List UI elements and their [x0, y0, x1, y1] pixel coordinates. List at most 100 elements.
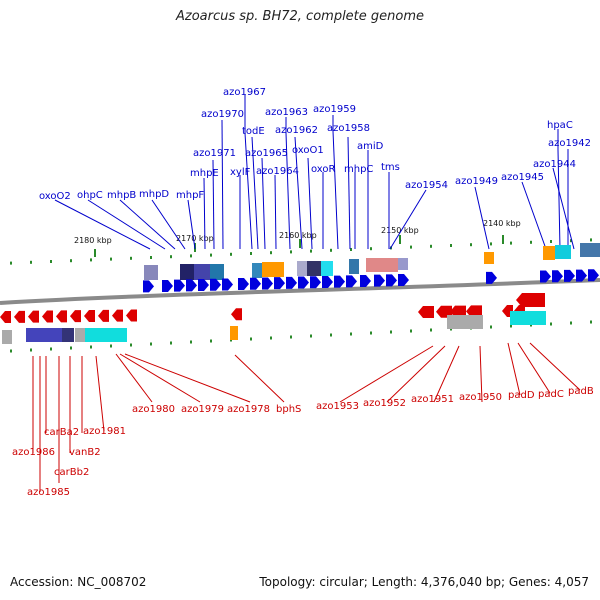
forward-gene-arrow	[162, 279, 173, 292]
gene-label-bottom: padD	[508, 390, 535, 401]
topology-text: Topology: circular; Length: 4,376,040 bp…	[259, 575, 589, 589]
reverse-gene-arrow	[84, 309, 95, 322]
reverse-gene-arrow	[28, 310, 39, 323]
tick-dot	[310, 334, 312, 338]
gene-label-bottom: vanB2	[69, 447, 101, 458]
reverse-gene-arrow	[56, 310, 67, 323]
gene-label-top: mhpF	[176, 190, 204, 201]
tick-dot	[510, 324, 512, 328]
gene-label-top: azo1945	[501, 172, 544, 183]
genome-title: Azoarcus sp. BH72, complete genome	[175, 9, 425, 24]
gene-label-top: azo1942	[548, 138, 591, 149]
forward-gene-arrow	[238, 278, 249, 291]
gene-label-bottom: padB	[568, 386, 594, 397]
tick-dot	[550, 240, 552, 243]
gene-label-top: azo1965	[245, 148, 288, 159]
tick-dot	[230, 252, 232, 256]
gene-label-bottom: azo1986	[12, 447, 55, 458]
gene-label-top: azo1949	[455, 176, 498, 187]
tick-dot	[270, 336, 272, 340]
gene-label-bottom: azo1951	[411, 394, 454, 405]
tick-dot	[410, 245, 412, 249]
reverse-gene-arrow	[0, 311, 11, 323]
tick-dot	[350, 248, 352, 251]
forward-gene-arrow	[564, 269, 575, 282]
tick-dot	[130, 256, 132, 260]
reverse-gene-arrow	[98, 309, 109, 322]
gene-label-top: azo1962	[275, 125, 318, 136]
tick-dot	[370, 247, 372, 251]
forward-gene-arrow	[298, 276, 309, 289]
tick-dot	[190, 340, 192, 344]
tick-dot	[350, 332, 352, 336]
gene-label-top: oxoR	[311, 164, 336, 175]
forward-gene-arrow	[250, 277, 261, 290]
kbp-label-2180: 2180 kbp	[74, 236, 112, 245]
forward-gene-arrow	[552, 270, 563, 283]
forward-gene-arrow	[386, 274, 397, 287]
forward-gene-arrow	[374, 274, 385, 287]
top-leader-lines	[54, 95, 575, 250]
gene-label-top: azo1967	[223, 87, 266, 98]
tick-dot	[290, 250, 292, 254]
gene-label-top: xylF	[230, 167, 251, 178]
tick-dot	[90, 345, 92, 349]
tick-dot	[50, 260, 52, 263]
tick-dot	[150, 256, 152, 259]
forward-genes	[143, 269, 599, 293]
kbp-scale: 2180 kbp 2170 kbp 2160 kbp 2150 kbp 2140…	[74, 219, 521, 257]
tick-dot	[210, 253, 212, 257]
reverse-gene-arrow	[516, 293, 545, 307]
tick-dot	[370, 331, 372, 335]
gene-label-top: amiD	[357, 141, 384, 152]
gene-label-top: azo1971	[193, 148, 236, 159]
gene-label-top: hpaC	[547, 120, 573, 131]
gene-label-top: mhpB	[107, 190, 136, 201]
gene-label-bottom: bphS	[276, 404, 301, 415]
tick-dot	[250, 252, 252, 255]
gene-label-bottom: azo1979	[181, 404, 224, 415]
tick-dot	[170, 255, 172, 259]
gene-label-top: mhpC	[344, 164, 373, 175]
genome-backbone	[0, 278, 600, 305]
forward-gene-arrow	[310, 276, 321, 289]
kbp-label-2170: 2170 kbp	[176, 234, 214, 243]
accession-text: Accession: NC_008702	[10, 575, 147, 589]
tick-dot	[250, 337, 252, 341]
tick-dot	[590, 320, 592, 324]
tick-dot	[570, 239, 572, 243]
gene-label-bottom: carBa2	[44, 427, 79, 438]
forward-gene-arrow	[360, 275, 371, 287]
reverse-gene-arrow	[70, 310, 81, 323]
gene-label-top: todE	[242, 126, 265, 137]
tick-dot	[310, 249, 312, 253]
reverse-gene-arrow	[112, 309, 123, 322]
kbp-label-2140: 2140 kbp	[483, 219, 521, 228]
forward-gene-arrow	[222, 278, 233, 291]
forward-gene-arrow	[334, 275, 345, 288]
reverse-gene-arrow	[126, 309, 137, 322]
gene-label-bottom: azo1952	[363, 398, 406, 409]
tick-dot	[130, 343, 132, 347]
forward-gene-arrow	[262, 277, 273, 290]
tick-dot	[270, 251, 272, 255]
gene-label-top: tms	[381, 162, 400, 173]
tick-dot	[50, 347, 52, 351]
forward-gene-arrow	[398, 274, 409, 287]
tick-dot	[430, 328, 432, 332]
forward-gene-arrow	[322, 275, 333, 288]
tick-dot	[410, 329, 412, 333]
gene-label-bottom: azo1950	[459, 392, 502, 403]
tick-dot	[10, 261, 12, 265]
forward-gene-arrow	[576, 269, 587, 282]
gene-label-top: azo1970	[201, 109, 244, 120]
forward-gene-arrow	[143, 280, 154, 293]
tick-dot	[70, 346, 72, 350]
tick-dot	[330, 333, 332, 337]
gene-label-top: azo1963	[265, 107, 308, 118]
forward-gene-arrow	[174, 279, 185, 292]
bottom-leader-lines	[32, 342, 581, 492]
tick-dot	[70, 259, 72, 263]
forward-gene-arrow	[346, 275, 357, 288]
forward-gene-arrow	[274, 277, 285, 290]
